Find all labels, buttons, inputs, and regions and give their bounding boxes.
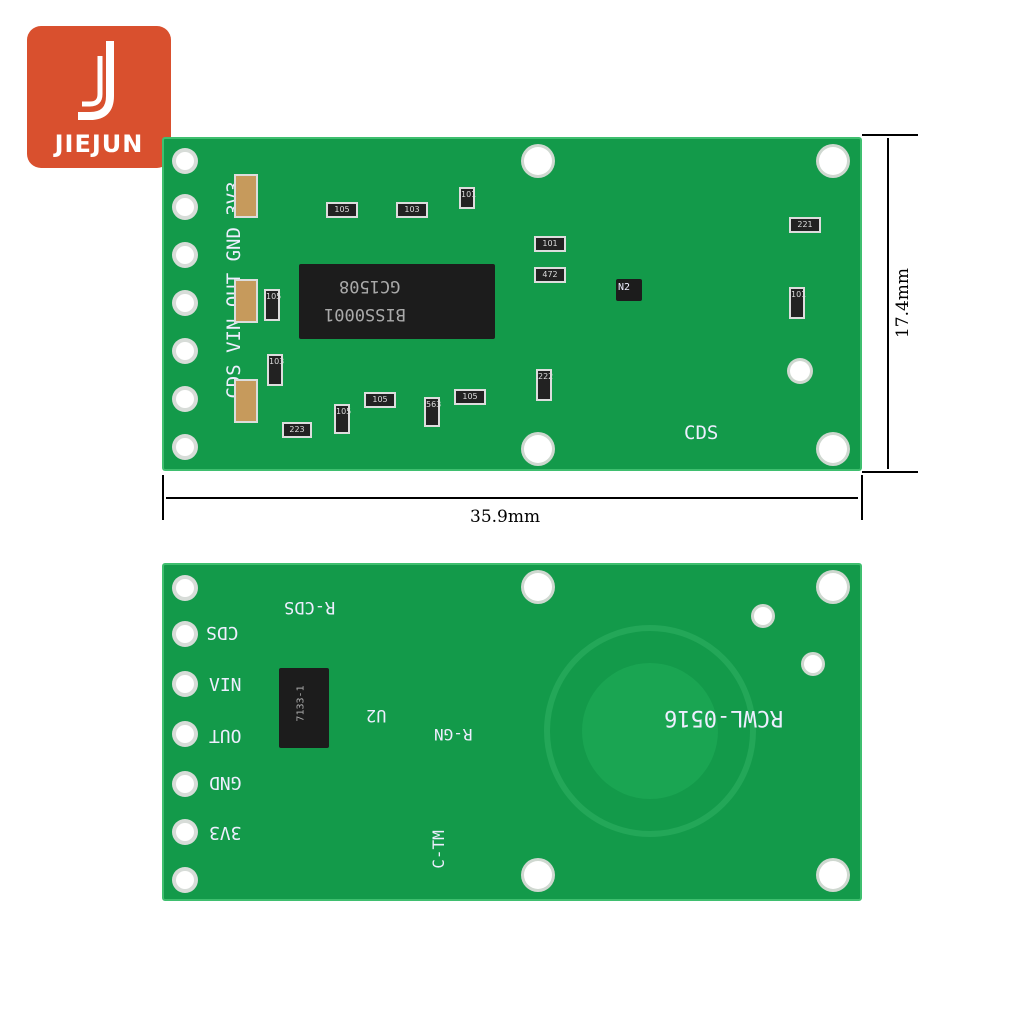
silkscreen-label: 7133-1 <box>295 685 307 722</box>
model-label: RCWL-0516 <box>664 705 784 730</box>
mounting-hole <box>819 861 847 889</box>
pin-hole <box>176 246 194 264</box>
mounting-hole <box>819 573 847 601</box>
pcb-detail <box>582 663 718 799</box>
smd-resistor: 105 <box>326 202 358 218</box>
silkscreen-label: N2 <box>618 282 631 293</box>
dimension-line <box>162 475 164 520</box>
smd-resistor: 105 <box>454 389 486 405</box>
mounting-hole <box>819 435 847 463</box>
silkscreen-label: VIN <box>209 675 242 696</box>
pcb-front: CDS VIN OUT GND 3V3 GC1508 BISS0001 105 … <box>162 137 862 471</box>
silkscreen-label: U2 <box>366 705 387 725</box>
biss0001-chip: GC1508 BISS0001 <box>299 264 495 339</box>
pin-hole <box>176 871 194 889</box>
width-dimension: 35.9mm <box>470 507 541 527</box>
mounting-hole <box>524 435 552 463</box>
pin-hole <box>176 294 194 312</box>
silkscreen-label: GC1508 <box>339 276 401 296</box>
mounting-hole <box>524 147 552 175</box>
silkscreen-label: BISS0001 <box>324 304 406 324</box>
dimension-line <box>862 134 918 136</box>
silkscreen-label: R-GN <box>434 725 473 744</box>
smd-resistor: 563 <box>424 397 441 427</box>
smd-resistor: 472 <box>534 267 566 283</box>
logo-text: JIEJUN <box>54 130 144 158</box>
smd-capacitor <box>234 379 258 423</box>
smd-resistor: 101 <box>459 187 476 209</box>
mounting-hole <box>754 607 772 625</box>
smd-capacitor <box>234 279 258 323</box>
pin-hole <box>176 725 194 743</box>
mounting-hole <box>804 655 822 673</box>
silkscreen-label: CDS <box>206 622 239 643</box>
smd-resistor: 105 <box>334 404 351 434</box>
jiejun-logo: JIEJUN <box>27 26 171 168</box>
smd-resistor: 101 <box>534 236 566 252</box>
mounting-hole <box>524 573 552 601</box>
antenna-ring <box>544 625 756 837</box>
pin-hole <box>176 390 194 408</box>
silkscreen-label: OUT <box>209 725 242 746</box>
height-dimension: 17.4mm <box>893 267 914 339</box>
dimension-line <box>861 475 863 520</box>
smd-resistor: 222 <box>536 369 553 401</box>
smd-resistor: 105 <box>364 392 396 408</box>
smd-resistor: 101 <box>789 287 806 319</box>
smd-resistor: 103 <box>396 202 428 218</box>
pcb-detail <box>82 56 103 107</box>
dimension-line <box>862 471 918 473</box>
chip: N2 <box>616 279 642 301</box>
mounting-hole <box>819 147 847 175</box>
pcb-back: R-CDS CDS VIN OUT GND 3V3 7133-1 U2 R-GN… <box>162 563 862 901</box>
pin-hole <box>176 579 194 597</box>
smd-resistor: 221 <box>789 217 821 233</box>
pin-hole <box>176 823 194 841</box>
regulator-u2: 7133-1 <box>279 668 329 748</box>
pin-hole <box>176 675 194 693</box>
pin-hole <box>176 438 194 456</box>
silkscreen-label: GND <box>209 772 242 793</box>
silkscreen-label: 3V3 <box>209 822 242 843</box>
pin-hole <box>176 775 194 793</box>
smd-resistor: 103 <box>267 354 284 386</box>
dimension-line <box>887 138 889 469</box>
smd-resistor: 223 <box>282 422 312 438</box>
smd-capacitor <box>234 174 258 218</box>
mounting-hole <box>790 361 810 381</box>
mounting-hole <box>524 861 552 889</box>
pin-hole <box>176 342 194 360</box>
dimension-line <box>166 497 858 499</box>
silkscreen-label: C-TM <box>428 830 448 869</box>
cds-label: CDS <box>684 422 719 444</box>
logo-j-icon <box>78 41 114 120</box>
silkscreen-label: R-CDS <box>284 597 336 617</box>
pin-hole <box>176 198 194 216</box>
smd-resistor: 105 <box>264 289 281 321</box>
pin-hole <box>176 152 194 170</box>
pin-hole <box>176 625 194 643</box>
pcb-detail <box>78 41 114 120</box>
